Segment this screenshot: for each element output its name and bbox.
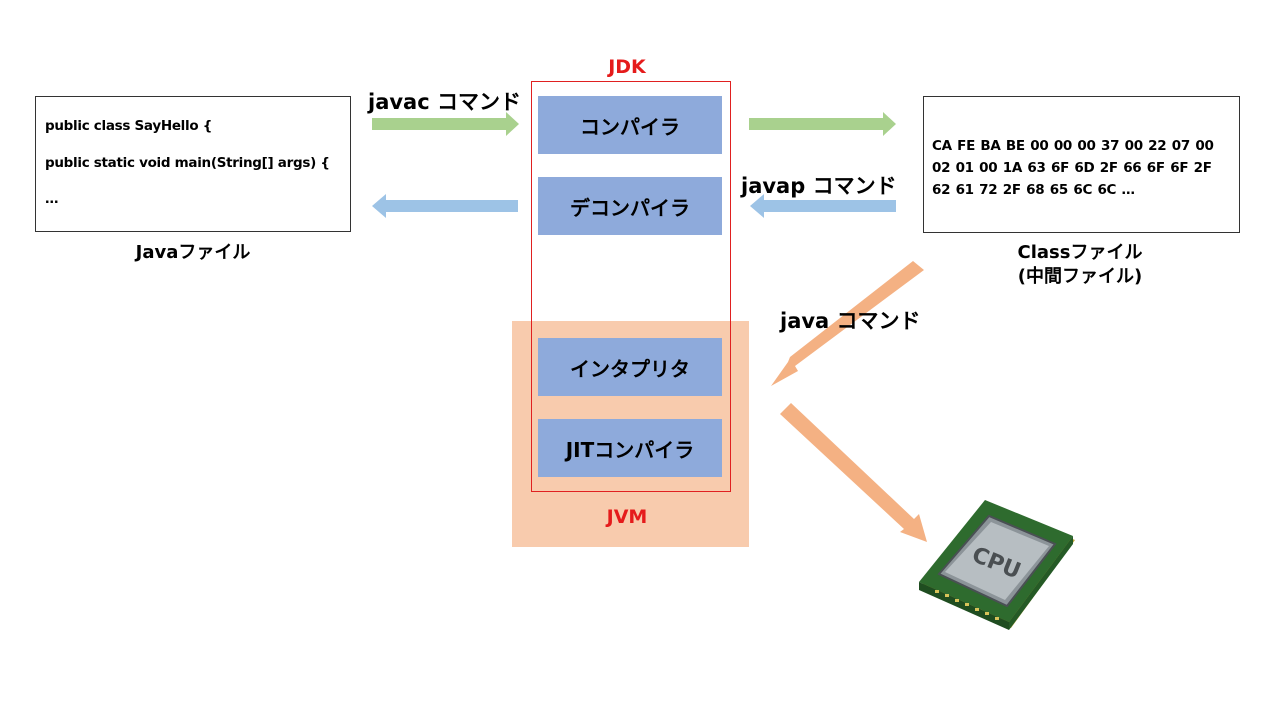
java-command-label: java コマンド: [780, 309, 921, 333]
bytecode-hex: CA FE BA BE 00 00 00 37 00 22 07 00 02 0…: [932, 138, 1214, 198]
jdk-label: JDK: [608, 56, 646, 78]
jit-compiler-module: JITコンパイラ: [538, 419, 722, 477]
arrow-javac: [372, 112, 519, 136]
arrow-java: [771, 261, 924, 386]
class-file-caption-sub: (中間ファイル): [1017, 266, 1143, 287]
code-line: …: [45, 191, 59, 207]
cpu-chip-icon: CPU: [919, 500, 1075, 630]
javap-command-label: javap コマンド: [741, 174, 897, 198]
java-file-box: public class SayHello { public static vo…: [35, 96, 351, 232]
class-file-box: CA FE BA BE 00 00 00 37 00 22 07 00 02 0…: [923, 96, 1240, 233]
code-line: public static void main(String[] args) {: [45, 155, 330, 171]
class-file-caption: Classファイル: [1017, 242, 1143, 263]
decompiler-module: デコンパイラ: [538, 177, 722, 235]
arrow-compile-to-class: [749, 112, 896, 136]
code-line: public class SayHello {: [45, 118, 213, 134]
java-file-caption: Javaファイル: [135, 242, 251, 263]
compiler-module: コンパイラ: [538, 96, 722, 154]
arrow-to-cpu: [780, 403, 927, 542]
jdk-frame: [531, 81, 731, 492]
javac-command-label: javac コマンド: [368, 90, 521, 114]
interpreter-module: インタプリタ: [538, 338, 722, 396]
arrow-javap: [750, 194, 896, 218]
jvm-label: JVM: [606, 506, 648, 528]
arrow-decompile-to-java: [372, 194, 518, 218]
